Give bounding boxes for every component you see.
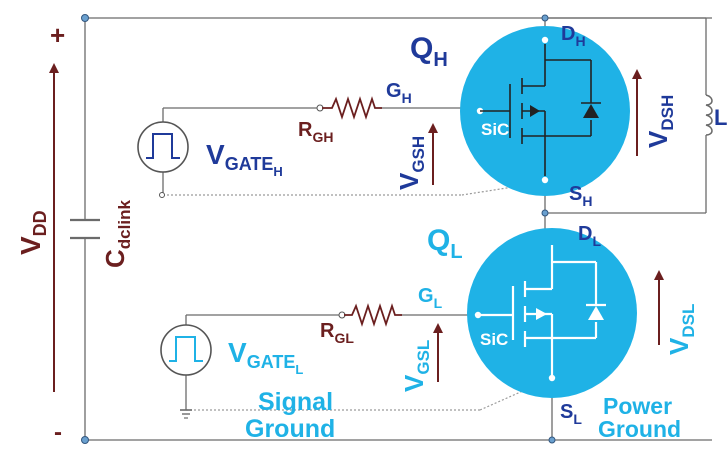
sh-label: SH	[569, 183, 592, 209]
dh-label: DH	[561, 23, 586, 49]
power-ground-line2: Ground	[598, 416, 681, 442]
junction-nodes	[81, 14, 556, 444]
vdsh-label: VDSH	[643, 95, 677, 148]
sic-h-label: SiC	[481, 120, 509, 139]
vdd-label: VDD	[15, 210, 50, 255]
vgsh-label: VGSH	[394, 136, 428, 190]
cdclink-label: Cdclink	[100, 200, 134, 268]
plus-label: +	[50, 20, 65, 50]
rgh-label: RGH	[298, 119, 333, 145]
high-gate-loop	[159, 96, 546, 198]
sl-label: SL	[560, 401, 582, 427]
low-gate-loop	[180, 303, 553, 419]
vgate-l-label: VGATEL	[228, 337, 303, 377]
dc-link-capacitor	[70, 218, 100, 240]
signal-ground-line1: Signal	[258, 388, 333, 416]
vgsl-label: VGSL	[399, 340, 433, 392]
low-gate-source	[160, 324, 212, 376]
minus-label: -	[54, 419, 62, 446]
vdsl-label: VDSL	[664, 304, 698, 355]
inductor-label: L	[714, 105, 727, 130]
rgl-label: RGL	[320, 320, 354, 346]
vgate-h-label: VGATEH	[206, 139, 283, 179]
inductor-symbol	[705, 94, 713, 136]
sic-l-label: SiC	[480, 330, 508, 349]
qh-label: QH	[410, 32, 448, 71]
signal-ground-line2: Ground	[245, 415, 335, 443]
high-side-mosfet	[460, 26, 630, 196]
ql-label: QL	[427, 224, 463, 263]
high-mosfet-symbol	[480, 44, 601, 176]
dl-label: DL	[578, 223, 601, 249]
gl-label: GL	[418, 285, 443, 311]
gh-label: GH	[386, 80, 412, 106]
low-side-mosfet	[467, 228, 637, 398]
power-ground-line1: Power	[603, 393, 672, 419]
high-gate-source	[137, 121, 189, 173]
low-mosfet-symbol	[478, 245, 606, 375]
